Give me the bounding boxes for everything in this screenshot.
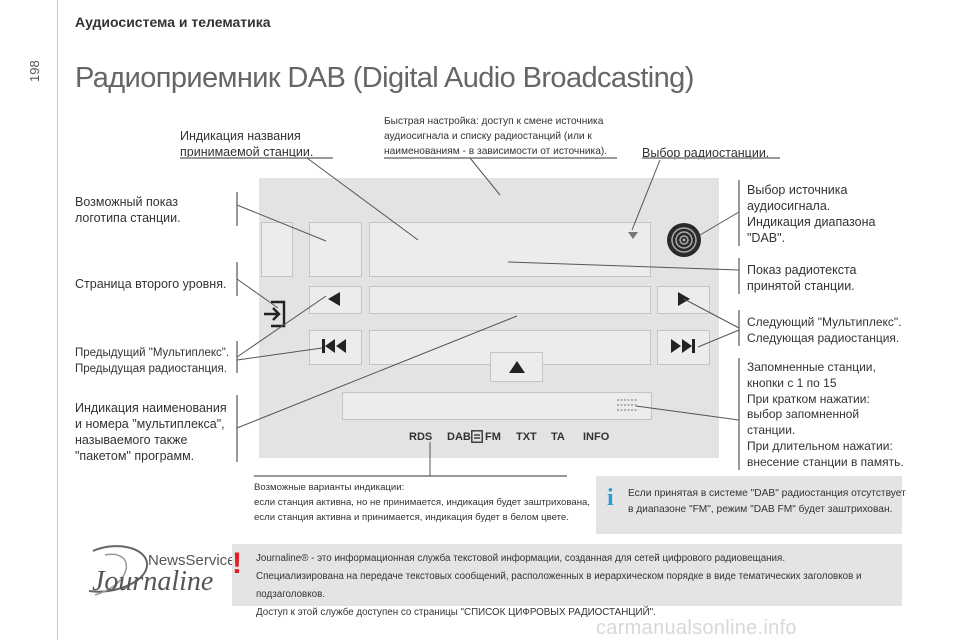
section-title: Аудиосистема и телематика xyxy=(75,14,271,30)
callout-source: Выбор источника аудиосигнала. Индикация … xyxy=(747,183,876,245)
tab-dab[interactable]: DAB xyxy=(447,431,471,443)
prev-triangle-icon[interactable] xyxy=(326,291,342,307)
info-note-text: Если принятая в системе "DAB" радиостанц… xyxy=(628,488,906,515)
journaline-note: Journaline® - это информационная служба … xyxy=(256,550,896,622)
callout-presets: Запомненные станции, кнопки с 1 по 15 Пр… xyxy=(747,360,904,469)
prev-multiplex-button[interactable] xyxy=(309,330,362,365)
journaline-line-1: Journaline® - это информационная служба … xyxy=(256,553,786,564)
callout-prev-multiplex: Предыдущий "Мультиплекс". Предыдущая рад… xyxy=(75,347,230,375)
callout-radiotext: Показ радиотекста принятой станции. xyxy=(747,263,857,293)
callout-multiplex-name: Индикация наименования и номера "мультип… xyxy=(75,401,227,463)
journaline-logo xyxy=(75,543,215,605)
tab-info[interactable]: INFO xyxy=(583,431,610,443)
journaline-logo-main: Journaline xyxy=(92,566,214,597)
skip-forward-icon[interactable] xyxy=(670,338,696,354)
journaline-logo-top: NewsService xyxy=(148,552,236,569)
warning-icon: ! xyxy=(232,547,242,580)
second-level-page-icon[interactable] xyxy=(262,300,290,328)
callout-select-station: Выбор радиостанции. xyxy=(642,146,770,160)
callout-logo: Возможный показ логотипа станции. xyxy=(75,195,181,225)
callout-station-name: Индикация названия принимаемой станции. xyxy=(180,129,314,159)
dropdown-indicator-icon[interactable] xyxy=(628,227,638,239)
page-title: Радиоприемник DAB (Digital Audio Broadca… xyxy=(75,62,694,94)
journaline-note-box xyxy=(232,544,902,606)
page-margin-line xyxy=(57,0,58,640)
presets-bar xyxy=(342,392,652,420)
callout-second-level: Страница второго уровня. xyxy=(75,277,227,291)
journaline-line-2: Специализирована на передаче текстовых с… xyxy=(256,571,862,600)
dab-fm-link-icon xyxy=(471,430,483,443)
station-logo-box xyxy=(309,222,362,277)
tab-txt[interactable]: TXT xyxy=(516,431,537,443)
info-note-box xyxy=(596,476,902,534)
tab-rds[interactable]: RDS xyxy=(409,431,433,443)
journaline-line-3: Доступ к этой службе доступен со страниц… xyxy=(256,607,656,618)
radiotext-box xyxy=(369,286,651,314)
up-triangle-icon[interactable] xyxy=(508,360,526,374)
station-name-box xyxy=(369,222,651,277)
source-dab-icon[interactable] xyxy=(666,222,702,258)
tab-fm[interactable]: FM xyxy=(485,431,501,443)
callout-quick-tune: Быстрая настройка: доступ к смене источн… xyxy=(384,116,608,157)
tab-ta[interactable]: TA xyxy=(551,431,565,443)
callout-next-multiplex: Следующий "Мультиплекс". Следующая радио… xyxy=(747,315,902,345)
watermark: carmanualsonline.info xyxy=(596,617,797,639)
info-icon: i xyxy=(607,485,614,511)
screen-left-edge-box xyxy=(261,222,293,277)
skip-back-icon[interactable] xyxy=(321,338,347,354)
callout-display-variants: Возможные варианты индикации: если станц… xyxy=(254,482,591,523)
